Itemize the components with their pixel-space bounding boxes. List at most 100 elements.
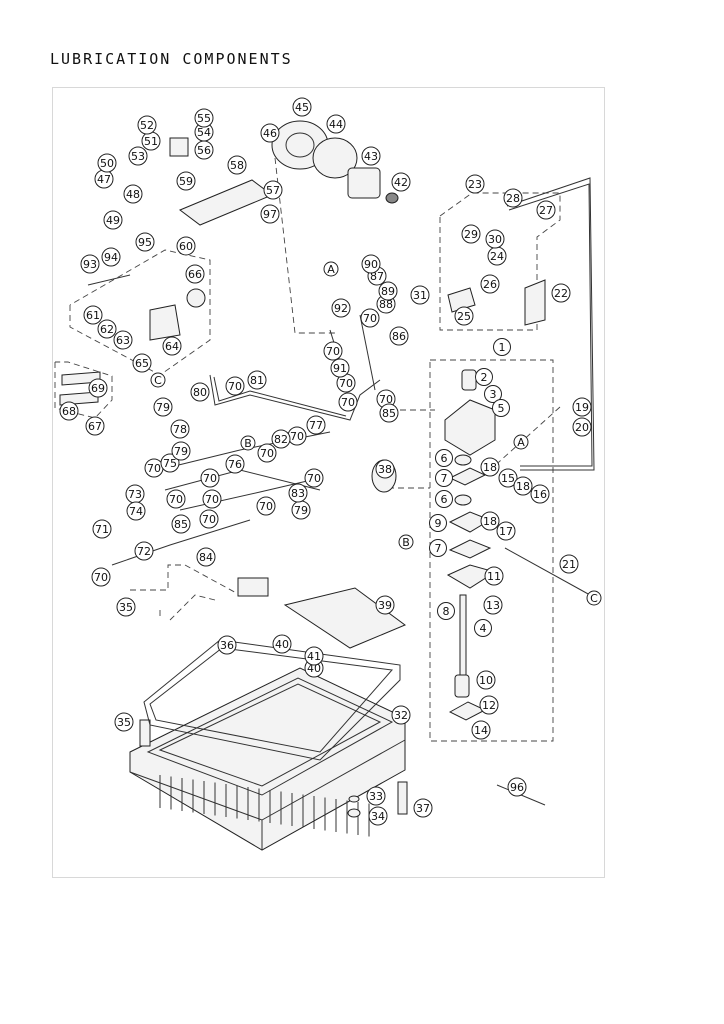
callout-bubble: 85 (171, 514, 191, 534)
callout-number: 10 (479, 674, 493, 687)
callout-number: 17 (499, 525, 513, 538)
callout-number: 43 (364, 150, 378, 163)
callout-circle (483, 595, 503, 615)
callout-bubble: 73 (125, 484, 145, 504)
callout-bubble: 27 (536, 200, 556, 220)
callout-number: 92 (334, 302, 348, 315)
group-outlines (54, 157, 561, 750)
page-title: LUBRICATION COMPONENTS (50, 50, 293, 68)
callout-bubble: 60 (176, 236, 196, 256)
callout-circle (461, 224, 481, 244)
callout-bubble: 34 (368, 806, 388, 826)
callout-circle (256, 496, 276, 516)
callout-number: 8 (443, 605, 450, 618)
connection-marker: B (240, 435, 256, 451)
callout-bubble: 40 (272, 634, 292, 654)
callout-circle (85, 416, 105, 436)
callout-number: 64 (165, 340, 179, 353)
pump-stack (444, 369, 591, 806)
callout-circle (503, 188, 523, 208)
callout-number: 95 (138, 236, 152, 249)
callout-circle (260, 123, 280, 143)
callout-number: 32 (394, 709, 408, 722)
callout-bubble: 38 (375, 459, 395, 479)
callout-number: 7 (435, 542, 442, 555)
callout-bubble: 71 (92, 519, 112, 539)
marker-letter: A (327, 263, 335, 276)
callout-circle (480, 274, 500, 294)
callout-circle (171, 514, 191, 534)
marker-circle (398, 534, 414, 550)
callout-number: 9 (435, 517, 442, 530)
callout-number: 70 (339, 377, 353, 390)
callout-bubble: 21 (559, 554, 579, 574)
callout-bubble: 77 (306, 415, 326, 435)
callout-circle (80, 254, 100, 274)
callout-circle (190, 382, 210, 402)
callout-bubble: 70 (336, 373, 356, 393)
callout-bubble: 36 (217, 635, 237, 655)
callout-bubble: 46 (260, 123, 280, 143)
oil-pan-base (129, 667, 408, 851)
callout-number: 89 (381, 285, 395, 298)
callout-number: 6 (441, 493, 448, 506)
callout-bubble: 61 (83, 305, 103, 325)
callout-bubble: 70 (256, 496, 276, 516)
callout-bubble: 70 (199, 509, 219, 529)
callout-bubble: 18 (480, 457, 500, 477)
callout-number: 2 (481, 371, 488, 384)
callout-number: 40 (307, 662, 321, 675)
callout-circle (288, 483, 308, 503)
callout-bubble: 69 (88, 378, 108, 398)
connection-marker: B (398, 534, 414, 550)
callout-bubble: 28 (503, 188, 523, 208)
callout-circle (361, 146, 381, 166)
callout-bubble: 2 (475, 368, 493, 386)
callout-number: 70 (169, 493, 183, 506)
callout-circle (435, 449, 453, 467)
marker-letter: C (154, 374, 162, 387)
callout-circle (475, 368, 493, 386)
callout-circle (153, 397, 173, 417)
marker-circle (240, 435, 256, 451)
marker-circle (150, 372, 166, 388)
callout-circle (137, 115, 157, 135)
callout-number: 40 (275, 638, 289, 651)
callout-number: 15 (501, 472, 515, 485)
callout-circle (474, 619, 492, 637)
callout-circle (59, 401, 79, 421)
callout-circle (185, 264, 205, 284)
callout-number: 96 (510, 781, 524, 794)
callout-number: 54 (197, 126, 211, 139)
callout-number: 31 (413, 289, 427, 302)
callout-bubble: 25 (454, 306, 474, 326)
callout-number: 70 (307, 472, 321, 485)
callout-circle (391, 172, 411, 192)
callout-bubble: 47 (94, 169, 114, 189)
callout-bubble: 80 (190, 382, 210, 402)
callout-bubble: 30 (485, 229, 505, 249)
marker-letter: C (590, 592, 598, 605)
callout-number: 75 (163, 457, 177, 470)
callout-number: 62 (100, 323, 114, 336)
callout-bubble: 14 (471, 720, 491, 740)
callout-number: 81 (250, 374, 264, 387)
callout-circle (378, 281, 398, 301)
callout-circle (368, 806, 388, 826)
callout-circle (263, 180, 283, 200)
callout-bubble: 70 (323, 341, 343, 361)
oil-tubes (87, 177, 595, 566)
callout-bubble: 48 (123, 184, 143, 204)
callout-number: 1 (499, 341, 506, 354)
callout-circle (338, 392, 358, 412)
callout-bubble: 79 (153, 397, 173, 417)
callout-circle (196, 547, 216, 567)
callout-number: 47 (97, 173, 111, 186)
callout-number: 34 (371, 810, 385, 823)
callout-circle (260, 204, 280, 224)
callout-number: 65 (135, 357, 149, 370)
callout-number: 4 (480, 622, 487, 635)
callout-bubble: 13 (483, 595, 503, 615)
callout-number: 82 (274, 433, 288, 446)
